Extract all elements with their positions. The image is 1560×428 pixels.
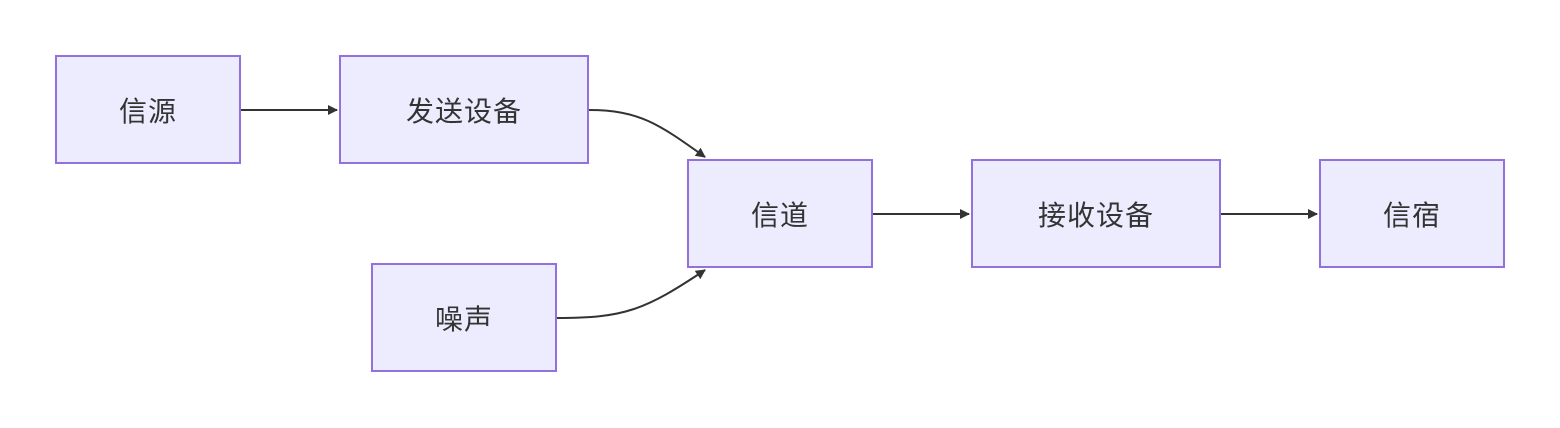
node-source: 信源 <box>55 55 241 164</box>
node-noise-label: 噪声 <box>434 302 493 336</box>
node-channel-label: 信道 <box>750 198 809 232</box>
node-transmitter: 发送设备 <box>339 55 589 164</box>
node-transmitter-label: 发送设备 <box>405 94 522 128</box>
node-receiver-label: 接收设备 <box>1037 198 1154 232</box>
edge-transmitter-to-channel <box>588 109 706 158</box>
node-source-label: 信源 <box>118 94 177 128</box>
node-receiver: 接收设备 <box>971 159 1221 268</box>
node-channel: 信道 <box>687 159 873 268</box>
node-sink: 信宿 <box>1319 159 1505 268</box>
edge-noise-to-channel <box>556 269 706 319</box>
node-sink-label: 信宿 <box>1382 198 1441 232</box>
node-noise: 噪声 <box>371 263 557 372</box>
